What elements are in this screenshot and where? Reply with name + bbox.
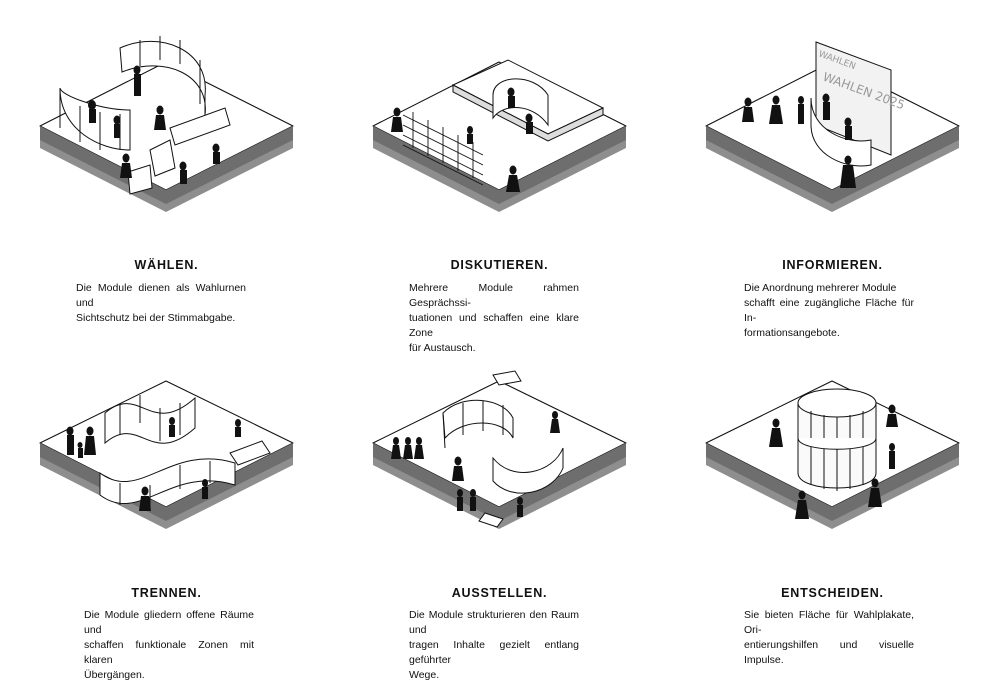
people-silhouettes — [742, 93, 856, 188]
panel-title: DISKUTIEREN. — [450, 258, 549, 272]
chair-rows — [402, 112, 484, 186]
panel-informieren: WAHLEN WAHLEN 2025 INFORMIEREN. Die Anor… — [666, 0, 999, 343]
poster-wall: WAHLEN WAHLEN 2025 — [815, 41, 907, 156]
illustration-waehlen — [39, 36, 294, 212]
illustration-diskutieren — [372, 59, 627, 212]
cylinder-pavilion — [797, 388, 877, 491]
curved-walls — [442, 370, 564, 528]
panel-title: TRENNEN. — [131, 586, 202, 600]
description-line: formationsangebote. — [744, 327, 840, 339]
description-line: schafft eine zugängliche Fläche für In- — [744, 297, 914, 324]
panel-description: Die Module gliedern offene Räume und sch… — [84, 608, 254, 683]
description-line: schaffen funktionale Zonen mit klaren — [84, 639, 254, 666]
people-silhouettes — [391, 87, 533, 192]
panel-description: Die Module strukturieren den Raum und tr… — [409, 608, 579, 683]
platform — [372, 380, 627, 529]
panel-ausstellen: AUSSTELLEN. Die Module strukturieren den… — [333, 343, 666, 686]
panel-title: ENTSCHEIDEN. — [781, 586, 884, 600]
illustration-informieren: WAHLEN WAHLEN 2025 — [705, 41, 960, 212]
description-line: tragen Inhalte gezielt entlang geführter — [409, 639, 579, 666]
platform — [39, 61, 294, 212]
people-silhouettes — [769, 404, 898, 519]
panel-entscheiden: ENTSCHEIDEN. Sie bieten Fläche für Wahlp… — [666, 343, 999, 686]
curved-wall — [810, 97, 872, 167]
people-silhouettes — [88, 65, 220, 184]
panel-waehlen: WÄHLEN. Die Module dienen als Wahlurnen … — [0, 0, 333, 343]
people-silhouettes — [391, 411, 560, 517]
description-line: Die Anordnung mehrerer Module — [744, 282, 897, 294]
description-line: Übergängen. — [84, 669, 145, 681]
panel-description: Sie bieten Fläche für Wahlplakate, Ori- … — [744, 608, 914, 668]
panel-title: AUSSTELLEN. — [451, 586, 548, 600]
panel-description: Mehrere Module rahmen Gesprächssi- tuati… — [409, 281, 579, 356]
description-line: Wege. — [409, 669, 440, 681]
panel-description: Die Module dienen als Wahlurnen und Sich… — [76, 281, 246, 326]
description-line: für Austausch. — [409, 342, 476, 354]
description-line: tuationen und schaffen eine klare Zone — [409, 312, 579, 339]
curved-wall — [492, 78, 549, 127]
panel-title: INFORMIEREN. — [782, 258, 883, 272]
illustration-trennen — [39, 380, 294, 529]
illustration-entscheiden — [705, 380, 960, 529]
illustration-ausstellen — [372, 370, 627, 529]
panel-description: Die Anordnung mehrerer Module schafft ei… — [744, 281, 914, 341]
people-silhouettes — [66, 417, 241, 511]
description-line: Die Module dienen als Wahlurnen und — [76, 282, 246, 309]
description-line: Mehrere Module rahmen Gesprächssi- — [409, 282, 579, 309]
panel-trennen: TRENNEN. Die Module gliedern offene Räum… — [0, 343, 333, 686]
description-line: Die Module gliedern offene Räume und — [84, 609, 254, 636]
description-line: entierungshilfen und visuelle Impulse. — [744, 639, 914, 666]
panel-title: WÄHLEN. — [134, 258, 199, 272]
description-line: Die Module strukturieren den Raum und — [409, 609, 579, 636]
panel-diskutieren: DISKUTIEREN. Mehrere Module rahmen Gespr… — [333, 0, 666, 354]
description-line: Sie bieten Fläche für Wahlplakate, Ori- — [744, 609, 914, 636]
description-line: Sichtschutz bei der Stimmabgabe. — [76, 312, 236, 324]
